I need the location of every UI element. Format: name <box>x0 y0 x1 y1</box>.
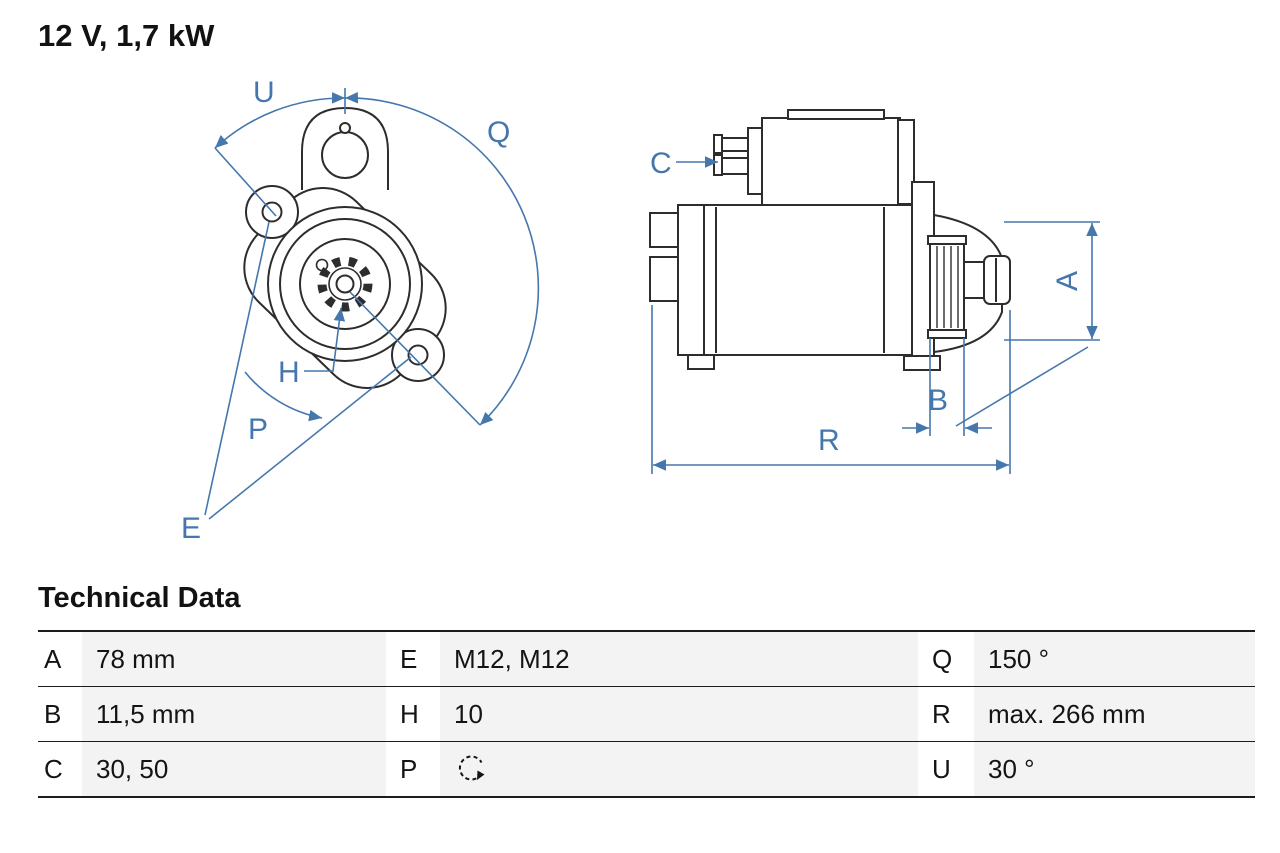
param-value: 30, 50 <box>82 742 386 796</box>
commutator-end-cap <box>677 204 705 356</box>
technical-data-heading: Technical Data <box>38 582 241 614</box>
mount-tab-upper <box>649 212 681 248</box>
solenoid-body <box>761 117 901 206</box>
param-key: E <box>394 632 440 686</box>
tab-bore <box>321 131 369 179</box>
dim-label-a: A <box>1051 271 1084 291</box>
front-view-dimensions <box>204 88 540 520</box>
pinion-teeth <box>936 246 959 328</box>
dim-arc-u <box>214 92 346 149</box>
pinion-gear <box>929 243 965 331</box>
param-key: U <box>926 742 974 796</box>
leader-diagonal <box>955 346 1089 427</box>
table-row: C 30, 50 P U 30 ° <box>38 741 1255 796</box>
leader-e-lower <box>208 356 412 520</box>
solenoid-top-step <box>787 109 885 120</box>
param-value: 30 ° <box>974 742 1255 796</box>
dim-label-p: P <box>248 413 268 446</box>
dim-arc-q <box>344 92 540 426</box>
angle-leg-u <box>214 147 277 217</box>
param-key: Q <box>926 632 974 686</box>
param-value: 11,5 mm <box>82 687 386 741</box>
dim-label-c: C <box>650 147 672 180</box>
terminal-stud-lower <box>721 157 749 175</box>
param-key: A <box>38 632 82 686</box>
angle-leg-q <box>349 291 481 426</box>
dim-label-b: B <box>928 384 948 417</box>
solenoid-left-cap <box>747 127 763 195</box>
param-value: 150 ° <box>974 632 1255 686</box>
dim-label-r: R <box>818 424 840 457</box>
pinion-cap-top <box>927 235 967 245</box>
tab-pin-hole <box>339 122 351 134</box>
product-spec-title: 12 V, 1,7 kW <box>38 18 215 53</box>
param-value: 10 <box>440 687 918 741</box>
solenoid-right-cap <box>897 119 915 205</box>
dim-label-u: U <box>253 76 275 109</box>
leader-e-upper <box>204 221 270 516</box>
body-foot <box>687 354 715 370</box>
side-view <box>649 109 1011 371</box>
dim-label-q: Q <box>487 116 510 149</box>
param-key: H <box>394 687 440 741</box>
rotation-direction-icon <box>458 755 485 781</box>
technical-data-table: A 78 mm E M12, M12 Q 150 ° B 11,5 mm H 1… <box>38 630 1255 798</box>
param-key: R <box>926 687 974 741</box>
shaft-center-hole <box>335 274 355 294</box>
terminal-end-upper <box>713 134 723 154</box>
dim-label-h: H <box>278 356 300 389</box>
starter-motor-technical-drawing: U Q H P E <box>181 76 1100 545</box>
mount-tab-lower <box>649 256 681 302</box>
param-value: M12, M12 <box>440 632 918 686</box>
terminal-end-lower <box>713 154 723 176</box>
pinion-cap-bottom <box>927 329 967 339</box>
terminal-stud-upper <box>721 137 749 152</box>
drive-shaft <box>963 261 985 299</box>
param-key: C <box>38 742 82 796</box>
param-key: P <box>394 742 440 796</box>
table-row: B 11,5 mm H 10 R max. 266 mm <box>38 686 1255 741</box>
dim-leader-h <box>304 307 346 372</box>
bracket-foot <box>903 355 941 371</box>
dim-label-e: E <box>181 512 201 545</box>
motor-body <box>703 204 913 356</box>
dim-arc-p <box>244 371 323 422</box>
table-row: A 78 mm E M12, M12 Q 150 ° <box>38 632 1255 686</box>
param-value-rotation <box>440 742 918 796</box>
param-value: 78 mm <box>82 632 386 686</box>
param-value: max. 266 mm <box>974 687 1255 741</box>
param-key: B <box>38 687 82 741</box>
side-view-dimensions <box>651 156 1100 474</box>
